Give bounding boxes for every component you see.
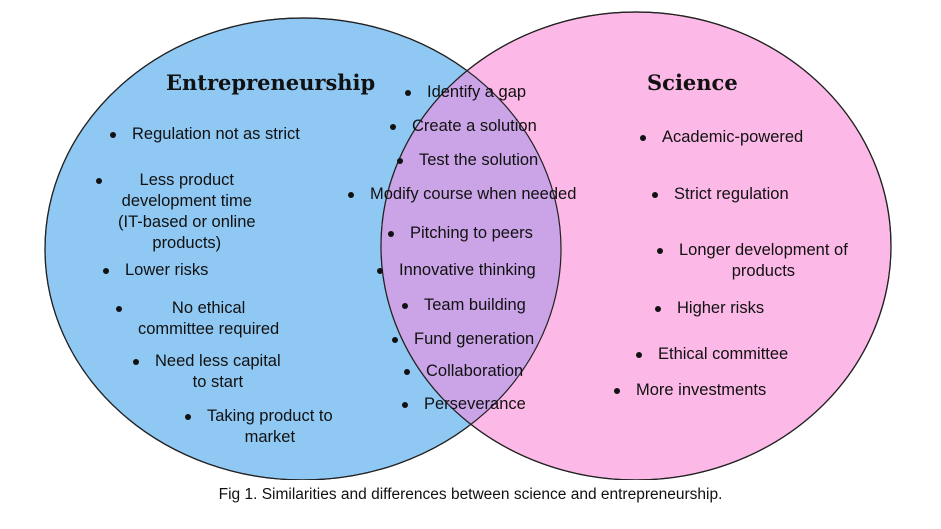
list-item-text: Need less capital to start (155, 352, 281, 391)
list-item-text: Ethical committee (658, 345, 789, 363)
list-item-text: Collaboration (426, 362, 524, 380)
list-item: Innovative thinking (377, 260, 536, 281)
list-item-text: Regulation not as strict (132, 125, 300, 143)
list-item-text: Lower risks (125, 261, 209, 279)
list-item-text: Test the solution (419, 151, 539, 169)
list-item-text: Identify a gap (427, 83, 527, 101)
list-item: Fund generation (392, 329, 534, 350)
list-item: Taking product to market (185, 406, 333, 448)
list-item: Collaboration (404, 361, 523, 382)
list-item-text: Perseverance (424, 395, 526, 413)
list-item-text: Higher risks (677, 299, 765, 317)
venn-diagram (44, 11, 892, 480)
entrepreneurship-title: Entrepreneurship (166, 70, 376, 95)
list-item: Test the solution (397, 150, 538, 171)
list-item-text: No ethical committee required (138, 299, 280, 338)
list-item-text: More investments (636, 381, 767, 399)
list-item: Perseverance (402, 394, 526, 415)
list-item: Longer development of products (657, 240, 848, 282)
list-item: Create a solution (390, 116, 537, 137)
list-item: Modify course when needed (348, 184, 576, 205)
list-item-text: Fund generation (414, 330, 535, 348)
list-item-text: Pitching to peers (410, 224, 533, 242)
list-item-text: Create a solution (412, 117, 537, 135)
list-item: Strict regulation (652, 184, 789, 205)
list-item: Lower risks (103, 260, 208, 281)
list-item: Need less capital to start (133, 351, 281, 393)
list-item: Academic-powered (640, 127, 803, 148)
list-item: Regulation not as strict (110, 124, 300, 145)
list-item-text: Strict regulation (674, 185, 789, 203)
list-item: Ethical committee (636, 344, 788, 365)
list-item-text: Longer development of products (679, 241, 848, 280)
list-item: Less product development time (IT-based … (96, 170, 256, 254)
list-item: Identify a gap (405, 82, 526, 103)
list-item-text: Taking product to market (207, 407, 333, 446)
overlap-region (381, 18, 561, 480)
list-item: Team building (402, 295, 526, 316)
figure-caption: Fig 1. Similarities and differences betw… (218, 486, 723, 503)
list-item-text: Modify course when needed (370, 185, 577, 203)
list-item: Higher risks (655, 298, 764, 319)
list-item-text: Innovative thinking (399, 261, 536, 279)
science-title: Science (647, 70, 738, 95)
list-item: No ethical committee required (116, 298, 279, 340)
list-item-text: Less product development time (IT-based … (118, 171, 256, 252)
list-item: More investments (614, 380, 766, 401)
list-item-text: Academic-powered (662, 128, 804, 146)
list-item: Pitching to peers (388, 223, 533, 244)
list-item-text: Team building (424, 296, 526, 314)
